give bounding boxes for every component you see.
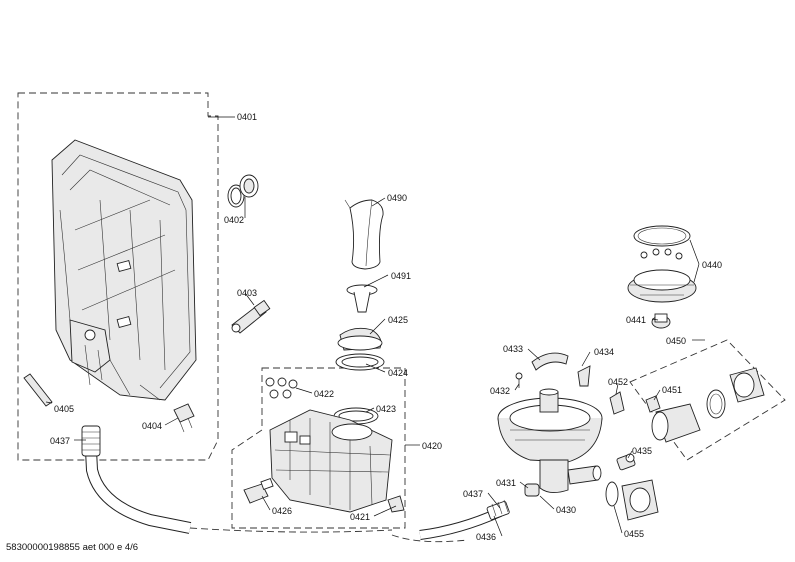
clip-0434 (577, 365, 591, 387)
filter-cap-0425 (337, 327, 383, 351)
clip-0452 (609, 391, 625, 415)
label-0402: 0402 (224, 215, 244, 225)
drain-hose-0437-left (81, 425, 192, 534)
ring-seals-0402 (227, 174, 259, 208)
label-0491: 0491 (391, 271, 411, 281)
pump-motor-0455 (605, 479, 659, 521)
label-0430: 0430 (556, 505, 576, 515)
label-0436: 0436 (476, 532, 496, 542)
hose-connection-dash (189, 527, 469, 543)
ring-0424 (335, 353, 385, 371)
label-0437-left: 0437 (50, 436, 70, 446)
seals-0422 (265, 377, 298, 399)
label-0405: 0405 (54, 404, 74, 414)
label-0423: 0423 (376, 404, 396, 414)
label-0421: 0421 (350, 512, 370, 522)
label-0441: 0441 (626, 315, 646, 325)
part-0431 (524, 483, 540, 497)
label-0432: 0432 (490, 386, 510, 396)
label-0433: 0433 (503, 344, 523, 354)
label-0420: 0420 (422, 441, 442, 451)
label-0422: 0422 (314, 389, 334, 399)
side-panel-housing (51, 139, 197, 401)
part-labels: 0401 0402 0403 0404 0405 0437 0490 0491 … (50, 112, 722, 542)
drain-hose-0436 (419, 499, 510, 540)
label-0404: 0404 (142, 421, 162, 431)
label-0431: 0431 (496, 478, 516, 488)
label-0425: 0425 (388, 315, 408, 325)
dispenser-0490 (344, 199, 384, 270)
screw-0432 (515, 372, 523, 388)
valve-0403 (231, 299, 271, 334)
label-0440: 0440 (702, 260, 722, 270)
label-0401: 0401 (237, 112, 257, 122)
valve-0426 (243, 477, 274, 504)
footer-document-code: 58300000198855 aet 000 e 4/6 (6, 542, 138, 553)
clip-0421 (387, 495, 405, 513)
connector-0435 (616, 453, 636, 471)
label-0451: 0451 (662, 385, 682, 395)
connector-0404 (173, 403, 195, 433)
softener-block (269, 409, 393, 513)
label-0424: 0424 (388, 368, 408, 378)
sump-housing-0430 (497, 388, 603, 493)
group-0420-boundary (231, 367, 406, 529)
label-0426: 0426 (272, 506, 292, 516)
label-0455: 0455 (624, 529, 644, 539)
label-0435: 0435 (632, 446, 652, 456)
clip-0405 (23, 373, 53, 407)
label-0403: 0403 (237, 288, 257, 298)
label-0452: 0452 (608, 377, 628, 387)
label-0450: 0450 (666, 336, 686, 346)
pump-group-0440 (627, 225, 697, 303)
label-0490: 0490 (387, 193, 407, 203)
motor-0451 (645, 367, 765, 443)
leader-lines (45, 116, 705, 537)
label-0434: 0434 (594, 347, 614, 357)
group-0401-boundary (17, 92, 219, 461)
cap-0491 (346, 284, 378, 313)
label-0437-right: 0437 (463, 489, 483, 499)
impeller-0441 (651, 313, 671, 329)
cover-0433 (531, 352, 569, 371)
